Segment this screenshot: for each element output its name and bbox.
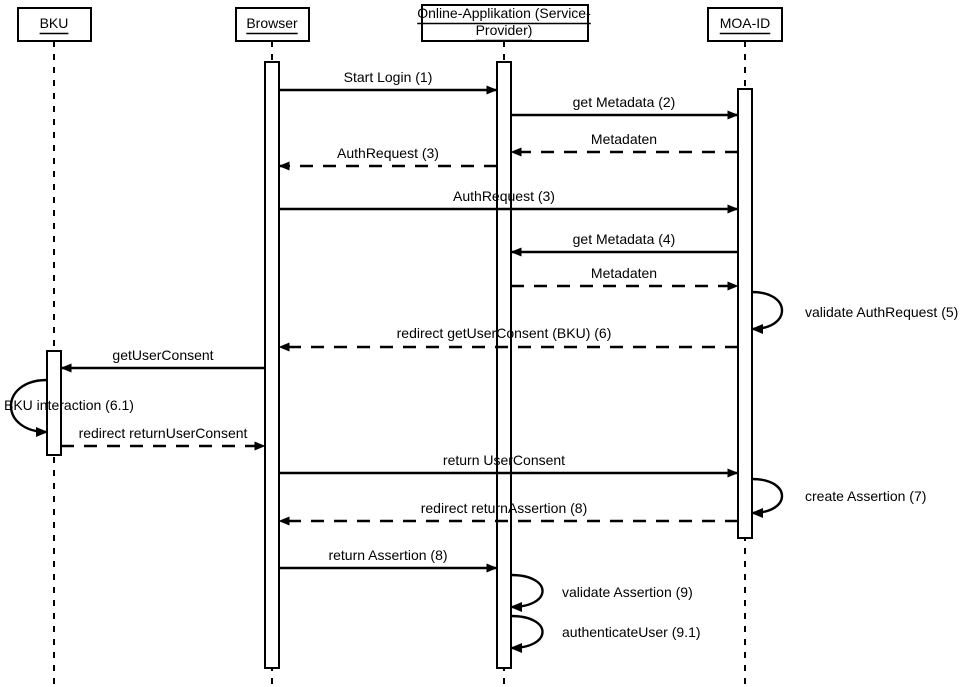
self-message-loop-s5 bbox=[510, 614, 544, 653]
activation-bar-moaid[interactable] bbox=[737, 88, 753, 539]
message-label-m12: redirect returnAssertion (8) bbox=[421, 500, 588, 516]
message-m2[interactable]: get Metadata (2) bbox=[511, 94, 739, 120]
message-m13[interactable]: return Assertion (8) bbox=[279, 547, 498, 573]
lifeline-head-box-bku[interactable] bbox=[17, 7, 92, 42]
message-m9[interactable]: getUserConsent bbox=[60, 347, 265, 373]
activations-layer bbox=[46, 61, 753, 669]
self-message-loop-s3 bbox=[751, 477, 783, 518]
activation-bar-browser[interactable] bbox=[264, 61, 280, 669]
message-label-m9: getUserConsent bbox=[112, 347, 213, 363]
self-message-s1[interactable]: validate AuthRequest (5) bbox=[751, 290, 958, 334]
self-message-loop-s4 bbox=[510, 573, 544, 612]
message-label-m11: return UserConsent bbox=[443, 452, 565, 468]
self-message-s3[interactable]: create Assertion (7) bbox=[751, 477, 926, 518]
message-m1[interactable]: Start Login (1) bbox=[279, 69, 498, 95]
activation-bar-bku[interactable] bbox=[46, 350, 62, 456]
messages-layer: Start Login (1) get Metadata (2) Metadaten… bbox=[60, 69, 739, 573]
message-label-m2: get Metadata (2) bbox=[573, 94, 676, 110]
message-m5[interactable]: AuthRequest (3) bbox=[279, 188, 739, 214]
lifeline-head-box-browser[interactable] bbox=[235, 7, 310, 42]
self-message-s2[interactable]: BKU interaction (6.1) bbox=[4, 378, 134, 437]
self-message-label-s3: create Assertion (7) bbox=[805, 488, 926, 504]
self-message-label-s2: BKU interaction (6.1) bbox=[4, 397, 134, 413]
self-message-s5[interactable]: authenticateUser (9.1) bbox=[510, 614, 701, 653]
message-label-m13: return Assertion (8) bbox=[328, 547, 447, 563]
activation-bar-oa[interactable] bbox=[496, 61, 512, 669]
lifeline-moaid[interactable]: MOA-ID bbox=[707, 7, 783, 687]
self-message-loop-s1 bbox=[751, 290, 783, 334]
message-label-m5: AuthRequest (3) bbox=[453, 188, 555, 204]
message-label-m4: AuthRequest (3) bbox=[337, 145, 439, 161]
message-m3[interactable]: Metadaten bbox=[510, 131, 738, 157]
self-message-s4[interactable]: validate Assertion (9) bbox=[510, 573, 693, 612]
message-label-m7: Metadaten bbox=[591, 265, 657, 281]
lifeline-title-oa: Online-Applikation (Service- bbox=[417, 5, 591, 21]
self-messages-layer: validate AuthRequest (5) BKU interaction … bbox=[4, 290, 958, 653]
message-label-m8: redirect getUserConsent (BKU) (6) bbox=[397, 325, 612, 341]
message-label-m3: Metadaten bbox=[591, 131, 657, 147]
lifeline-title-browser: Browser bbox=[246, 15, 298, 31]
self-message-loop-s2 bbox=[10, 378, 48, 437]
message-m7[interactable]: Metadaten bbox=[511, 265, 739, 291]
lifelines-layer: BKU Browser Online-Applikation (Service-Pr… bbox=[17, 4, 783, 687]
lifeline-oa[interactable]: Online-Applikation (Service-Provider) bbox=[417, 4, 591, 687]
self-message-label-s5: authenticateUser (9.1) bbox=[562, 624, 701, 640]
message-label-m1: Start Login (1) bbox=[344, 69, 433, 85]
lifeline-title-moaid: MOA-ID bbox=[720, 15, 771, 31]
message-m6[interactable]: get Metadata (4) bbox=[510, 231, 738, 257]
lifeline-bku[interactable]: BKU bbox=[17, 7, 92, 687]
lifeline-title-oa: Provider) bbox=[476, 22, 533, 38]
message-m12[interactable]: redirect returnAssertion (8) bbox=[278, 500, 738, 526]
self-message-label-s1: validate AuthRequest (5) bbox=[805, 304, 958, 320]
self-message-label-s4: validate Assertion (9) bbox=[562, 584, 693, 600]
message-m11[interactable]: return UserConsent bbox=[279, 452, 739, 478]
message-m4[interactable]: AuthRequest (3) bbox=[278, 145, 497, 171]
lifeline-title-bku: BKU bbox=[40, 15, 69, 31]
message-m10[interactable]: redirect returnUserConsent bbox=[61, 425, 266, 451]
message-label-m10: redirect returnUserConsent bbox=[79, 425, 248, 441]
message-label-m6: get Metadata (4) bbox=[573, 231, 676, 247]
message-m8[interactable]: redirect getUserConsent (BKU) (6) bbox=[278, 325, 738, 352]
lifeline-head-box-moaid[interactable] bbox=[707, 7, 783, 42]
